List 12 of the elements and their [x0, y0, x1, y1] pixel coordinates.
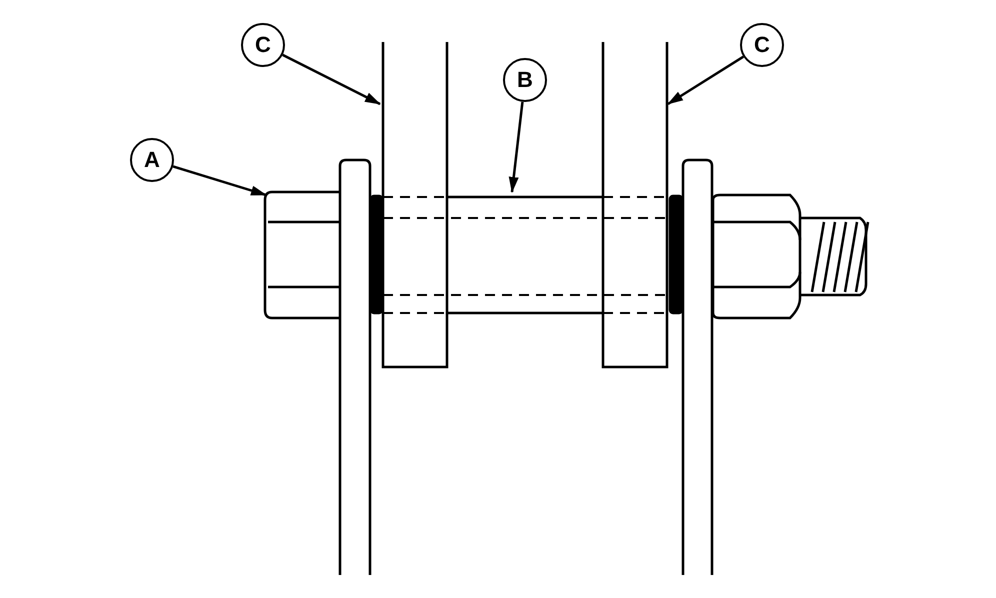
callout-letter: A: [130, 138, 174, 182]
inner-plate: [382, 42, 448, 368]
spacer-tube: [382, 196, 668, 314]
inner-plate: [602, 42, 668, 368]
leader-line: [667, 56, 744, 106]
callout-letter: B: [503, 58, 547, 102]
bolt-head: [264, 190, 342, 320]
leader-line: [282, 54, 381, 106]
callout-letter: C: [241, 23, 285, 67]
callout-letter: C: [740, 23, 784, 67]
leader-line: [172, 165, 267, 196]
leader-line: [508, 102, 524, 193]
